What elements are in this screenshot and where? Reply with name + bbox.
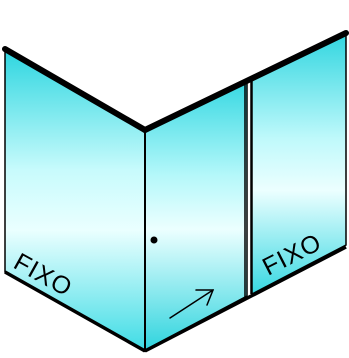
handle-dot-icon: [150, 236, 158, 244]
top-edge-left: [2, 46, 148, 133]
top-edge-right: [142, 30, 349, 133]
left-fixed-panel: [4, 49, 146, 352]
bottom-edge-right: [144, 245, 347, 353]
bottom-edge-left: [4, 270, 146, 353]
arrow-icon: [169, 289, 215, 319]
